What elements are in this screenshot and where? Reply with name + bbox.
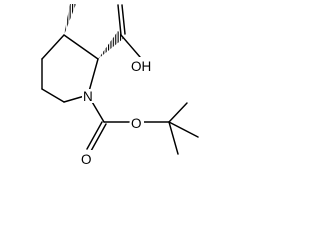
- carbamate-carbonyl-oxygen-label: O: [81, 152, 92, 167]
- carbamate-ester-oxygen-background: [130, 114, 144, 130]
- acid-hydroxyl-background: [130, 57, 150, 73]
- acid-carbonyl-double-bond-a: [117, 4, 122, 36]
- tbutyl-methyl-bond-top: [168, 102, 188, 123]
- ring-bond-c5-c6: [41, 88, 65, 103]
- carbamate-carbonyl-oxygen-background: [80, 150, 94, 166]
- ring-nitrogen-label: N: [83, 89, 93, 104]
- ring-bond-c3-c4: [41, 34, 65, 60]
- methyl-hashed-wedge-bond: [64, 4, 76, 35]
- chemical-structure: N OH O O: [41, 4, 199, 167]
- acid-carbonyl-double-bond-b: [121, 4, 126, 35]
- carbamate-carbonyl-double-bond-a: [86, 121, 103, 150]
- acid-hydroxyl-label: OH: [131, 59, 151, 74]
- carbamate-carbonyl-double-bond-b: [90, 123, 107, 152]
- acid-c-oh-bond: [120, 34, 141, 58]
- tbutyl-methyl-bond-bottom: [168, 121, 179, 155]
- carbamate-ester-oxygen-label: O: [131, 116, 142, 131]
- tbutyl-methyl-bond-right: [168, 121, 199, 138]
- ring-nitrogen-background: [82, 89, 94, 103]
- carboxyl-hashed-wedge-bond: [98, 31, 124, 59]
- ring-bond-c2-c3: [63, 34, 99, 60]
